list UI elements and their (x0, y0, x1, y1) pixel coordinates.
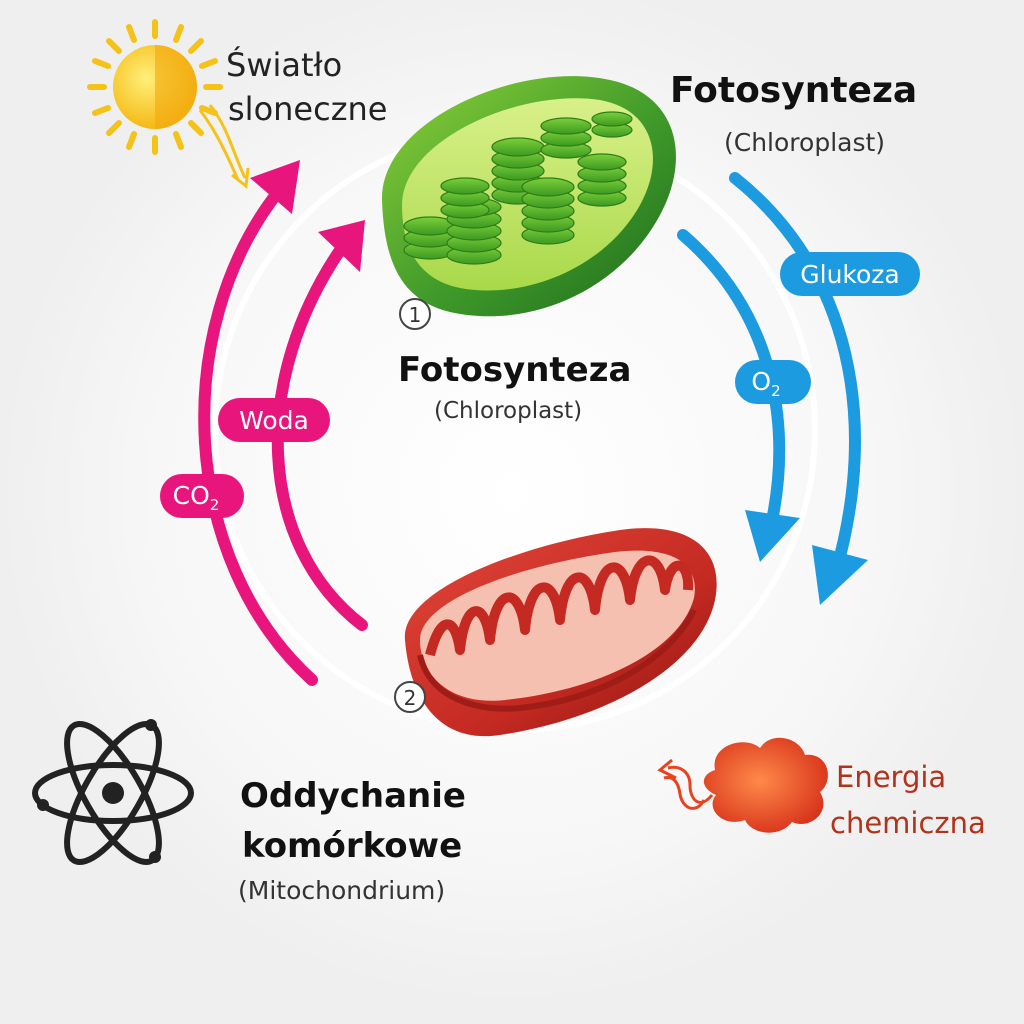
water-pill: Woda (218, 398, 330, 442)
co2-label: CO2 (173, 481, 220, 514)
respiration-title-line1: Oddychanie (240, 776, 466, 816)
marker-one: 1 (399, 298, 431, 330)
svg-text:2: 2 (404, 686, 417, 710)
glucose-label: Glukoza (800, 260, 900, 289)
respiration-subtitle: (Mitochondrium) (238, 876, 446, 905)
photosynthesis-top-title: Fotosynteza (670, 70, 918, 111)
energy-blob-icon (657, 737, 828, 833)
sunlight-label-line2: sloneczne (228, 90, 388, 128)
sunlight-label-line1: Światło (226, 46, 343, 84)
co2-pill: CO2 (160, 474, 244, 518)
oxygen-label: O2 (751, 367, 780, 400)
chloroplast-illustration (381, 76, 676, 317)
photosynthesis-center-title: Fotosynteza (398, 350, 632, 390)
atom-icon (32, 719, 194, 865)
marker-two: 2 (394, 681, 426, 713)
glucose-pill: Glukoza (780, 252, 920, 296)
energy-label-line2: chemiczna (830, 806, 986, 840)
photosynthesis-center-subtitle: (Chloroplast) (434, 398, 583, 424)
photosynthesis-top-subtitle: (Chloroplast) (724, 128, 886, 157)
pink-arrows (198, 160, 368, 686)
mitochondrion-illustration (404, 528, 717, 737)
oxygen-pill: O2 (735, 360, 811, 404)
svg-text:1: 1 (409, 303, 422, 327)
respiration-title-line2: komórkowe (242, 826, 463, 866)
energy-label-line1: Energia (836, 760, 947, 794)
water-label: Woda (239, 406, 309, 435)
sun-icon (87, 19, 250, 189)
